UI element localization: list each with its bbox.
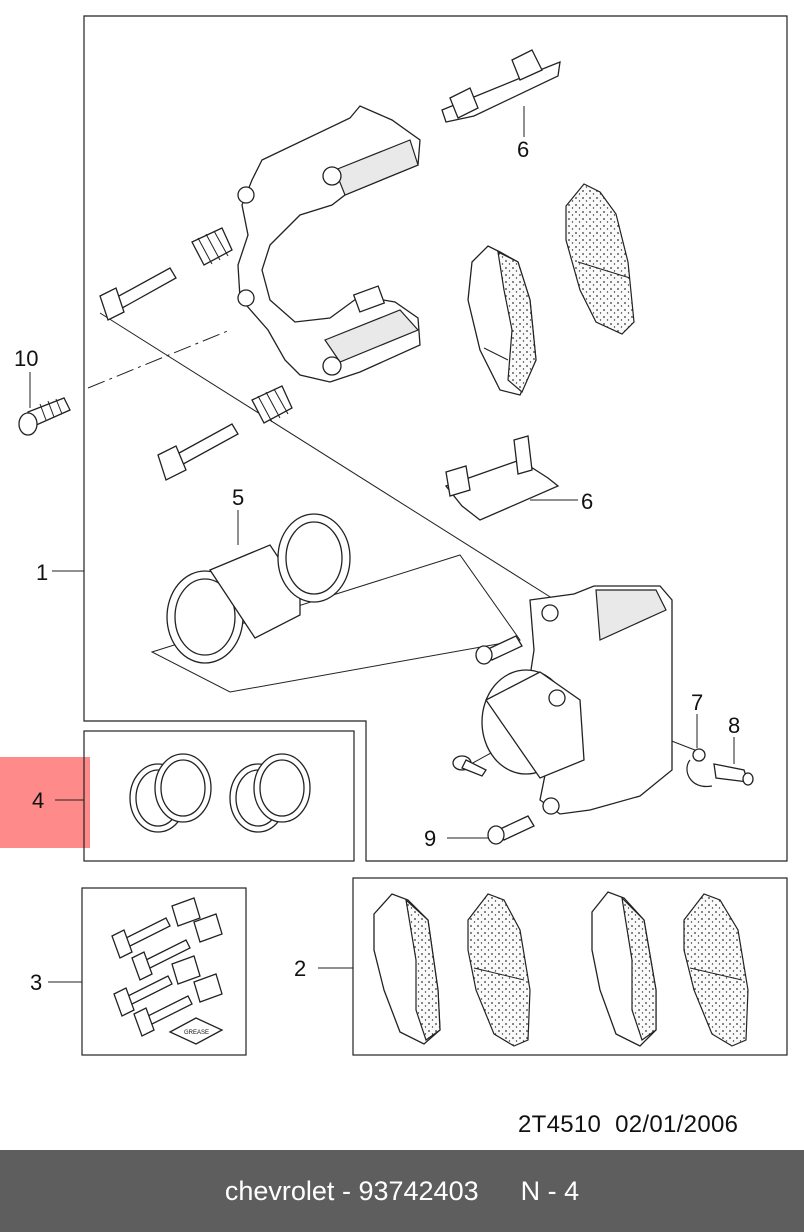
callout-5: 5 (232, 485, 244, 510)
piston-seal-assembly (150, 513, 521, 693)
footer-part-number: 93742403 (358, 1175, 479, 1206)
drawing-date: 02/01/2006 (615, 1111, 739, 1138)
hose-fitting (452, 755, 487, 777)
exploded-parts-diagram: GREASE 10 6 6 5 1 7 8 4 9 3 2 (0, 15, 788, 1056)
caliper-housing (481, 585, 673, 815)
drawing-reference: 2T4510 02/01/2006 (518, 1111, 738, 1139)
bolt-10 (18, 397, 71, 436)
callout-9: 9 (424, 826, 436, 851)
seal-kit-frame (83, 730, 355, 862)
seal-kit-rings (129, 753, 311, 833)
guide-pin-kit: GREASE (111, 897, 224, 1045)
pad-outer-upper (565, 183, 635, 335)
pad-inner-upper (467, 245, 537, 396)
guide-pin-kit-frame (81, 887, 247, 1056)
callout-3: 3 (30, 970, 42, 995)
callout-2: 2 (294, 956, 306, 981)
leader-lines (29, 106, 735, 983)
callout-7: 7 (691, 690, 703, 715)
caliper-bracket (237, 105, 421, 383)
bolt-9 (487, 815, 535, 845)
callout-10: 10 (14, 346, 38, 371)
bracket-clip-7 (686, 748, 713, 788)
callout-6-lower: 6 (581, 489, 593, 514)
callout-6-upper: 6 (517, 137, 529, 162)
callout-4-highlight (0, 757, 90, 848)
footer-bar: chevrolet - 93742403 N - 4 (0, 1150, 804, 1232)
grease-label: GREASE (184, 1030, 209, 1036)
caliper-bolt (475, 635, 523, 665)
guide-pin-lower (157, 385, 293, 481)
drawing-code: 2T4510 (518, 1111, 602, 1138)
brake-pad-set (373, 891, 749, 1047)
guide-pin-upper (99, 227, 233, 321)
brake-pad-frame (352, 877, 788, 1056)
footer-brand: chevrolet (224, 1175, 335, 1206)
callout-1: 1 (36, 560, 48, 585)
main-caliper-frame (83, 15, 788, 862)
anti-rattle-clip-lower (444, 435, 560, 521)
callout-8: 8 (728, 713, 740, 738)
bleeder-screw-8 (713, 763, 754, 786)
footer-position: N - 4 (520, 1175, 580, 1206)
footer-separator: - (341, 1175, 351, 1206)
anti-rattle-clip-upper (441, 49, 561, 123)
callout-4: 4 (32, 788, 44, 813)
